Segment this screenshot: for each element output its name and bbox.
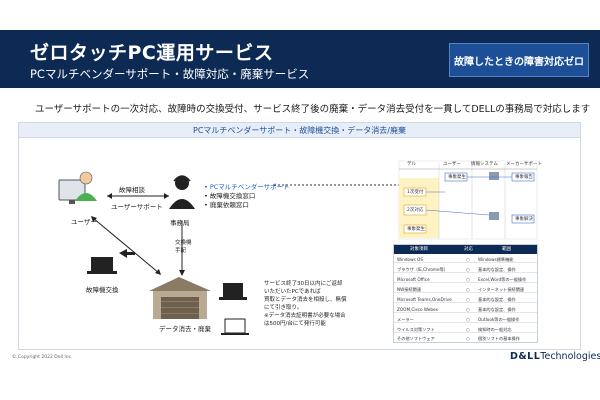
dell-logo-text: Technologies <box>540 351 600 362</box>
table-header-support: 対応 <box>464 247 473 252</box>
diagram-graphics <box>58 160 538 335</box>
flow-box-second: 2次対応 <box>407 208 424 213</box>
arrange-arrow <box>179 221 185 276</box>
disposal-note-5: ※データ消去証明書が必要な場合 <box>264 313 346 319</box>
exchange-label: 故障機交換 <box>86 286 119 294</box>
exchange-laptop-icon <box>87 249 135 274</box>
support-scope-table: 対象項目 対応 範囲 Windows OS ○ Windows標準機能 ブラウザ… <box>393 244 538 343</box>
office-item-exchange: 故障機交換窓口 <box>204 190 256 200</box>
table-row: Microsoft Office ○ Excel,Word等の一般操作 <box>394 275 537 283</box>
table-row: ブラウザ（IE,Chrome等） ○ 基本的な設定、操作 <box>394 265 537 273</box>
flow-header-it: 情報システム <box>471 162 498 167</box>
dell-logo-mark: D&LL <box>510 351 541 362</box>
disposal-note-3: 買取とデータ消去を相殺し、無償 <box>264 297 347 303</box>
arrow-bottom-label: ユーザーサポート <box>111 203 163 211</box>
flow-box-event-2: 事象発生 <box>407 227 425 232</box>
table-row: ZOOM,Cisco Webex ○ 基本的な設定、操作 <box>394 305 537 313</box>
disposal-laptop-icon <box>219 283 249 335</box>
table-header: 対象項目 対応 範囲 <box>394 245 537 254</box>
user-label: ユーザー <box>71 218 97 226</box>
copyright: © Copyright 2022 Dell Inc. <box>12 355 73 360</box>
flow-header-dell: デル <box>407 162 416 167</box>
disposal-note-4: にて引き取り。 <box>264 305 303 311</box>
table-row: Windows OS ○ Windows標準機能 <box>394 255 537 263</box>
panel-title: PCマルチベンダーサポート・故障機交換・データ消去/廃棄 <box>19 123 580 138</box>
table-header-item: 対象項目 <box>410 247 428 252</box>
flow-box-resolve: 事象解決 <box>515 217 533 222</box>
disposal-note-6: は500円/台にて発行可能 <box>264 321 326 327</box>
flow-box-report: 事象報告 <box>515 175 533 180</box>
office-label: 事務局 <box>170 219 190 227</box>
flow-header-maker: メーカーサポート <box>506 162 542 167</box>
arrow-top-label: 故障相談 <box>119 186 145 194</box>
highlight-badge: 故障したときの障害対応ゼロ <box>449 43 589 77</box>
page-subtitle: PCマルチベンダーサポート・故障対応・廃棄サービス <box>30 67 310 81</box>
exchange-arrange-label: 交換機手配 <box>175 240 192 254</box>
disposal-note-2: いただいたPCであれば <box>264 289 321 295</box>
top-margin <box>0 0 600 30</box>
service-diagram-panel: PCマルチベンダーサポート・故障機交換・データ消去/廃棄 <box>18 122 581 350</box>
office-item-disposal: 廃棄依頼窓口 <box>204 199 249 209</box>
table-row: その他ソフトウェア ○ 個別ソフトの基本操作 <box>397 335 520 341</box>
bottom-margin <box>0 366 600 400</box>
lead-text: ユーザーサポートの一次対応、故障時の交換受付、サービス終了後の廃棄・データ消去受… <box>35 104 591 115</box>
table-row: ウイルス対策ソフト ○ 検知時の一般対応 <box>394 325 537 333</box>
office-item-multivendor: PCマルチベンダーサポート <box>204 181 290 191</box>
disposal-note-1: サービス終了30日以内にご返却 <box>264 281 343 287</box>
disposal-arrow <box>91 216 161 275</box>
warehouse-icon <box>149 277 211 319</box>
flow-chart <box>398 160 538 240</box>
flow-box-first: 1次受付 <box>407 190 424 195</box>
table-row: Microsoft Teams,OneDrive ○ 基本的な設定、操作 <box>394 295 537 303</box>
table-row: NW接続関連 ○ インターネット接続関連 <box>394 285 537 293</box>
disposal-label: データ消去・廃棄 <box>159 325 211 333</box>
dell-technologies-logo: D&LLTechnologies <box>510 351 600 362</box>
user-pc-icon <box>58 171 97 204</box>
flow-header-user: ユーザー <box>443 162 461 167</box>
page-title: ゼロタッチPC運用サービス <box>30 42 274 64</box>
support-arrow <box>107 193 169 199</box>
dotted-arrow <box>274 182 405 188</box>
flow-box-event: 事象発生 <box>448 175 466 180</box>
table-header-scope: 範囲 <box>502 247 511 252</box>
table-row: メーラー ○ Outlook等の一般操作 <box>394 315 537 323</box>
operator-icon <box>169 175 195 209</box>
